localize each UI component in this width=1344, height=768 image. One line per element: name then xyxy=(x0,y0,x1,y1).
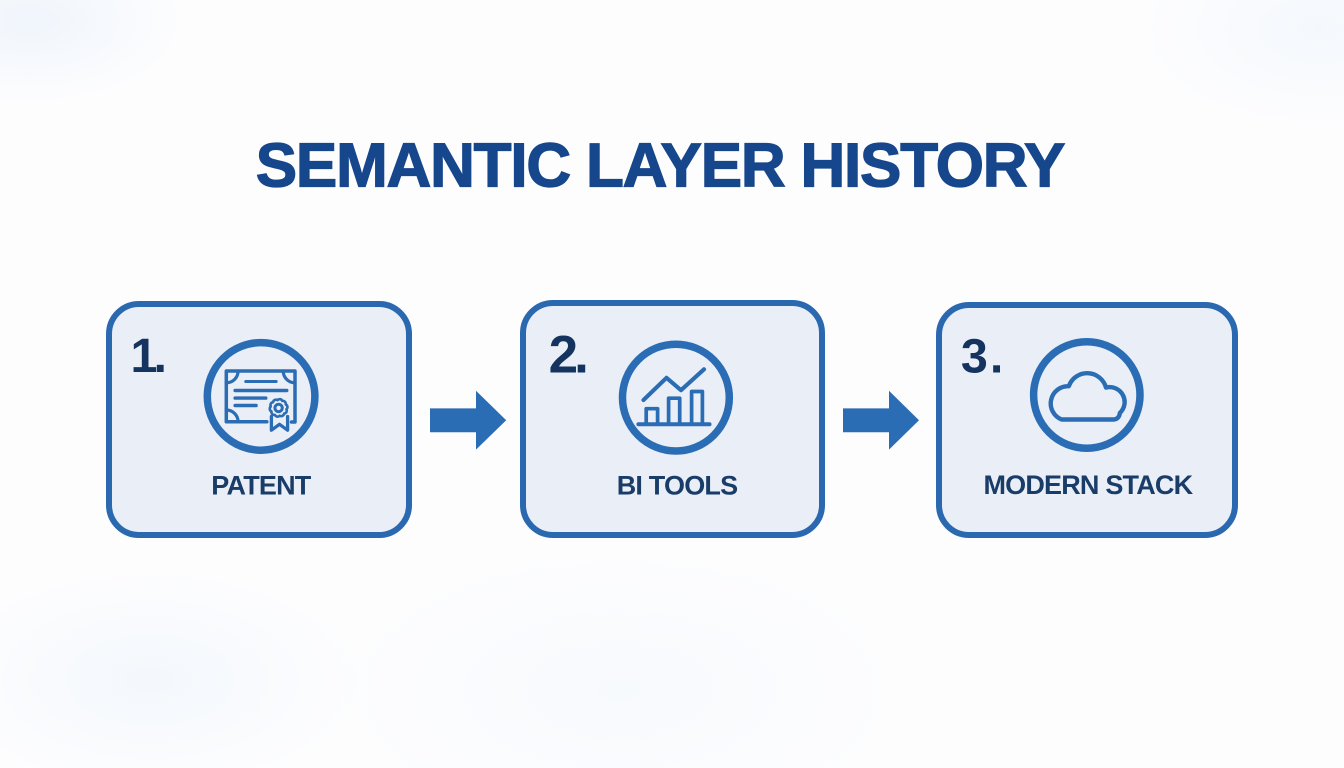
svg-text:3.: 3. xyxy=(961,329,1005,383)
svg-text:SEMANTIC LAYER HISTORY: SEMANTIC LAYER HISTORY xyxy=(256,131,1065,200)
svg-text:BI TOOLS: BI TOOLS xyxy=(617,471,738,501)
svg-text:1.: 1. xyxy=(131,329,165,383)
svg-text:PATENT: PATENT xyxy=(211,471,311,501)
svg-text:2.: 2. xyxy=(549,325,587,384)
svg-text:MODERN STACK: MODERN STACK xyxy=(983,470,1193,500)
